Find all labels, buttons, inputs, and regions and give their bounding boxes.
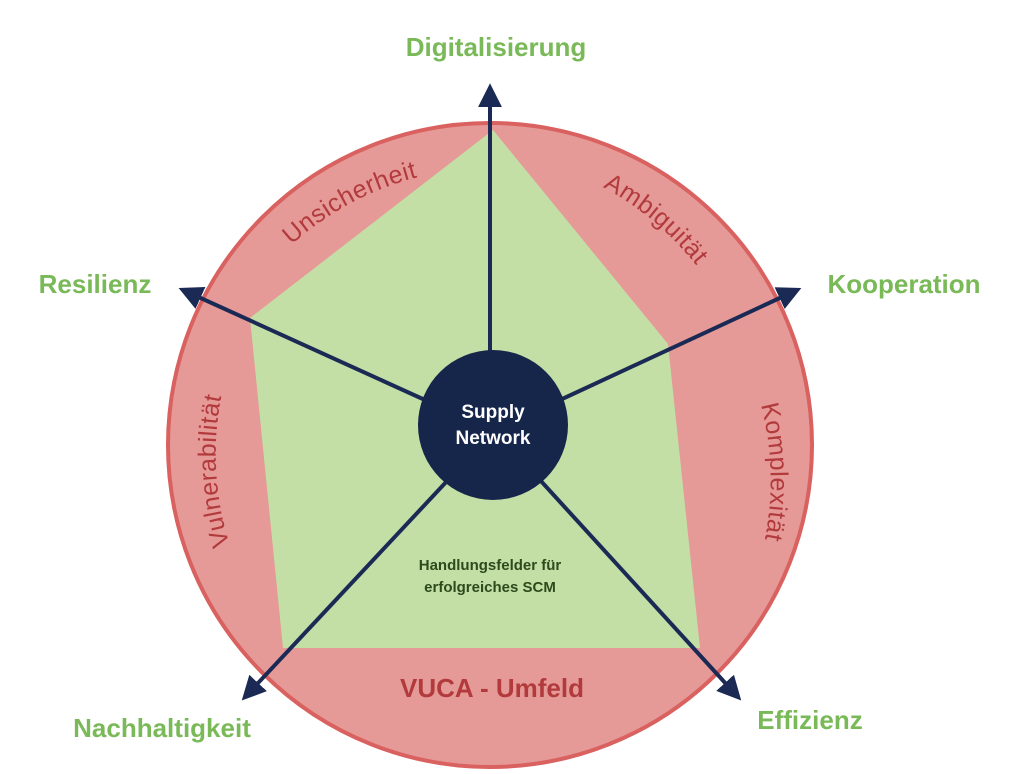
inner-label-line2: erfolgreiches SCM xyxy=(424,579,556,596)
vuca-label: VUCA - Umfeld xyxy=(400,673,584,703)
arrow-resilienz xyxy=(178,287,426,402)
center-label-line1: Supply xyxy=(461,402,525,423)
arrow-kooperation xyxy=(559,287,802,402)
supply-network-node xyxy=(418,350,568,500)
axis-label-effizienz: Effizienz xyxy=(757,705,862,735)
arrow-effizienz xyxy=(538,478,742,701)
axis-label-digitalisierung: Digitalisierung xyxy=(406,32,587,62)
axis-label-kooperation: Kooperation xyxy=(827,269,980,299)
axis-label-resilienz: Resilienz xyxy=(39,269,152,299)
center-label-line2: Network xyxy=(456,428,531,449)
axis-label-nachhaltigkeit: Nachhaltigkeit xyxy=(73,713,251,743)
inner-label-line1: Handlungsfelder für xyxy=(419,557,562,574)
arrow-nachhaltigkeit xyxy=(241,478,450,701)
